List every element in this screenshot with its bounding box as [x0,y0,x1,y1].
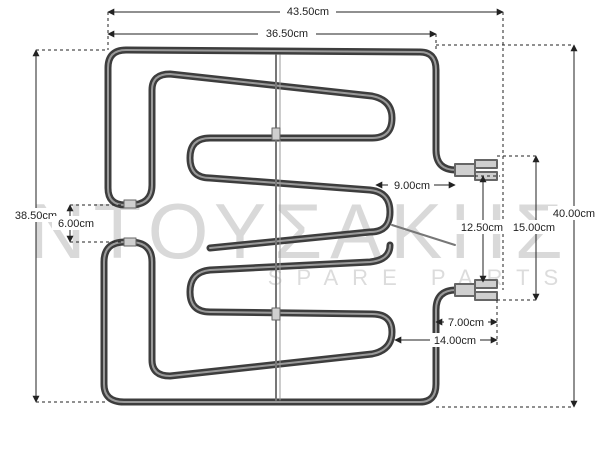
lower-inset-large-label: 14.00cm [434,335,476,347]
lower-terminal [454,279,498,301]
crossbar [391,224,456,246]
terminal-span-inner-label: 12.50cm [461,222,503,234]
center-clamp-top [271,127,281,141]
center-clamp-bottom [271,307,281,321]
right-height-label: 40.00cm [553,208,595,220]
overall-width-label: 43.50cm [287,6,329,18]
dimension-labels: 43.50cm 36.50cm 38.50cm 6.00cm 40.00cm 9… [8,4,598,347]
inner-width-label: 36.50cm [266,28,308,40]
heating-element [100,46,498,406]
left-upper-clamp [123,199,137,209]
left-height-label: 38.50cm [15,210,57,222]
center-gap-label: 6.00cm [58,218,94,230]
terminal-inset-label: 9.00cm [394,180,430,192]
left-lower-clamp [123,237,137,247]
watermark-tagline: SPARE PARTS [268,265,572,290]
terminal-span-outer-label: 15.00cm [513,222,555,234]
upper-terminal [454,159,498,181]
lower-inset-small-label: 7.00cm [448,317,484,329]
